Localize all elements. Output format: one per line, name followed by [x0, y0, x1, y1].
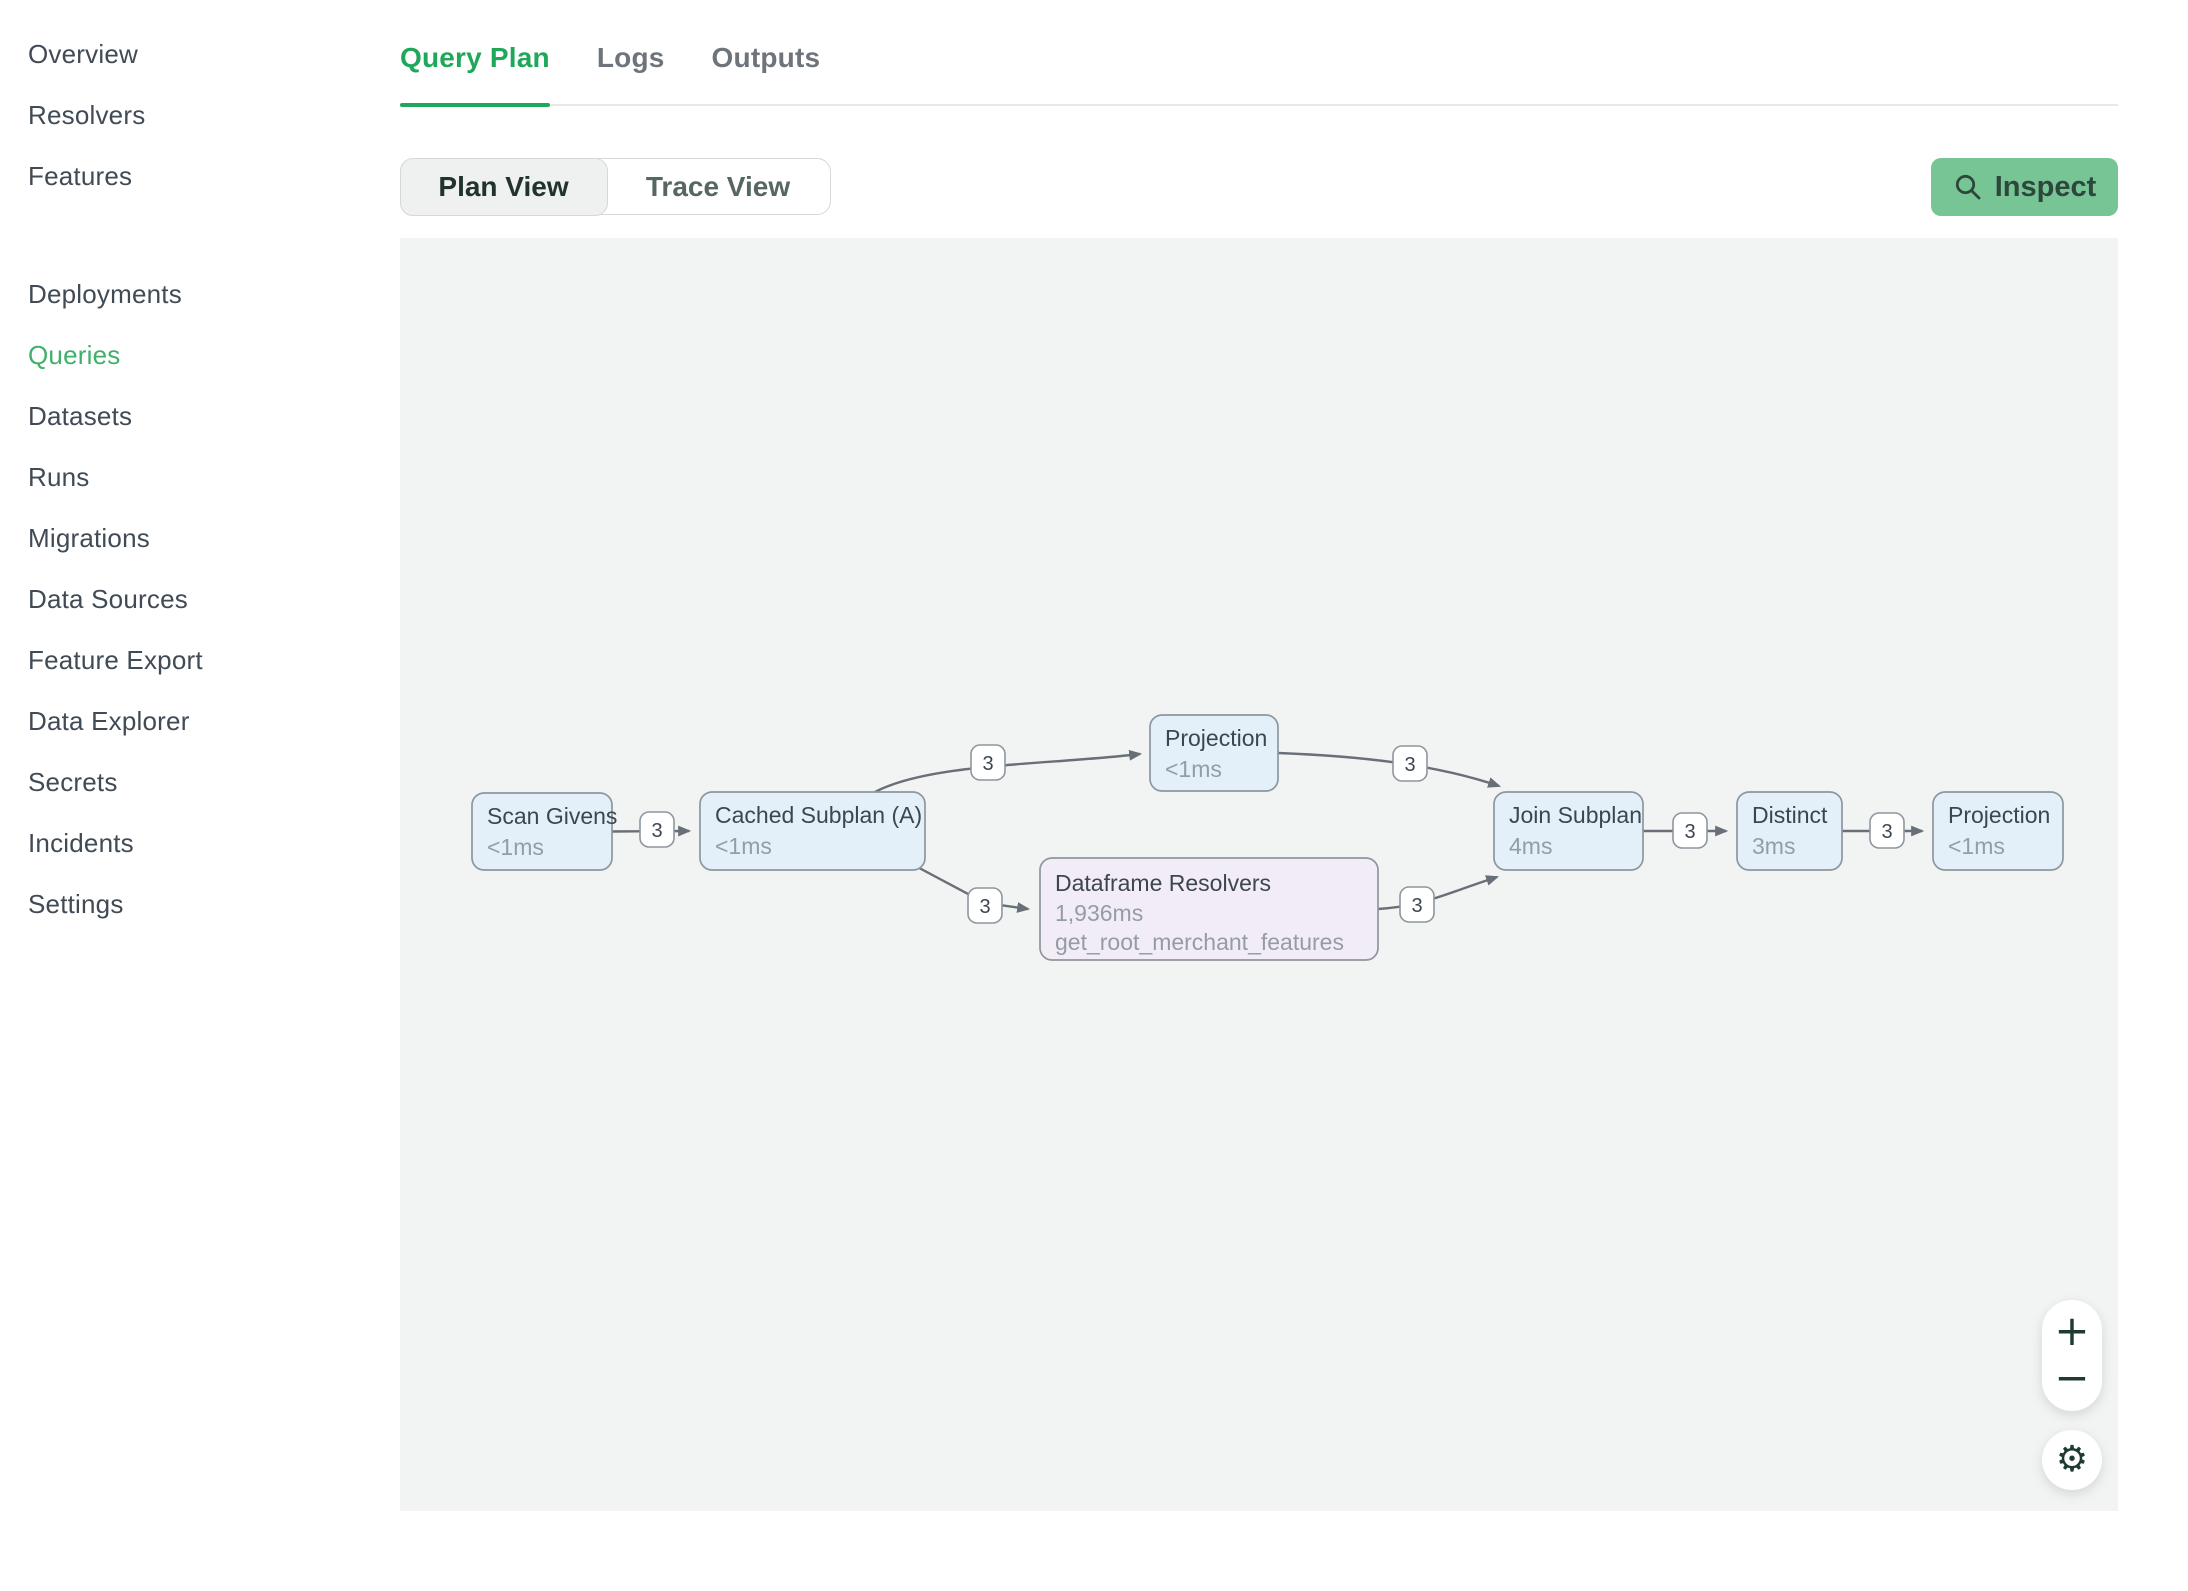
sidebar-item-secrets[interactable]: Secrets [28, 767, 118, 797]
sidebar-item-feature-export[interactable]: Feature Export [28, 645, 203, 675]
diagram-node-join-subplan[interactable]: Join Subplan 4ms [1493, 791, 1644, 871]
edge-label-join-subplan-to-distinct: 3 [1672, 812, 1708, 849]
node-subtext: 3ms [1752, 833, 1795, 859]
svg-text:3: 3 [651, 820, 662, 842]
edge-cached-subplan-to-projection-top [874, 749, 1143, 794]
edge-label-scan-givens-to-cached-subplan: 3 [639, 811, 675, 848]
sidebar-item-deployments[interactable]: Deployments [28, 279, 182, 309]
sidebar-item-resolvers[interactable]: Resolvers [28, 100, 146, 130]
sidebar-item-settings[interactable]: Settings [28, 889, 124, 919]
node-title: Distinct [1752, 802, 1828, 828]
zoom-in-button[interactable]: + [2042, 1300, 2102, 1355]
tab-query-plan[interactable]: Query Plan [400, 42, 550, 107]
inspect-button[interactable]: Inspect [1931, 158, 2118, 216]
zoom-out-button[interactable]: − [2042, 1355, 2102, 1412]
gear-icon: ⚙ [2055, 1439, 2089, 1480]
toggle-plan-view[interactable]: Plan View [399, 157, 608, 216]
edge-dataframe-resolvers-to-join-subplan [1377, 875, 1500, 911]
node-subtext: <1ms [1165, 756, 1222, 782]
node-subtext: <1ms [1948, 833, 2005, 859]
sidebar-item-features[interactable]: Features [28, 161, 133, 191]
sidebar-item-datasets[interactable]: Datasets [28, 401, 133, 431]
svg-text:3: 3 [1881, 821, 1892, 843]
sidebar-item-data-explorer[interactable]: Data Explorer [28, 706, 190, 736]
diagram-node-cached-subplan-a[interactable]: Cached Subplan (A) <1ms [699, 791, 926, 871]
node-title: Cached Subplan (A) [715, 802, 922, 828]
search-icon [1955, 174, 1981, 200]
edge-label-dataframe-resolvers-to-join-subplan: 3 [1399, 886, 1435, 923]
view-toggle: Plan View Trace View [399, 157, 831, 216]
tab-logs[interactable]: Logs [596, 42, 665, 73]
node-title: Projection [1948, 802, 2050, 828]
svg-text:3: 3 [982, 753, 993, 775]
svg-text:3: 3 [1684, 821, 1695, 843]
node-subtext: 4ms [1509, 833, 1552, 859]
inspect-button-label: Inspect [1994, 170, 2097, 203]
node-subtext: get_root_merchant_features [1055, 929, 1344, 955]
canvas-settings-button[interactable]: ⚙ [2042, 1430, 2102, 1490]
sidebar-item-incidents[interactable]: Incidents [28, 828, 134, 858]
tab-outputs[interactable]: Outputs [711, 42, 821, 73]
sidebar-item-runs[interactable]: Runs [28, 462, 90, 492]
edge-projection-top-to-join-subplan [1277, 751, 1502, 788]
toggle-trace-view[interactable]: Trace View [645, 170, 791, 202]
node-title: Dataframe Resolvers [1055, 870, 1271, 896]
diagram-node-dataframe-resolvers[interactable]: Dataframe Resolvers 1,936ms get_root_merch… [1039, 857, 1379, 961]
svg-text:3: 3 [979, 896, 990, 918]
edge-label-distinct-to-projection-out: 3 [1869, 812, 1905, 849]
node-title: Projection [1165, 725, 1267, 751]
svg-text:3: 3 [1411, 895, 1422, 917]
diagram-node-distinct[interactable]: Distinct 3ms [1736, 791, 1843, 871]
diagram-node-projection[interactable]: Projection <1ms [1932, 791, 2064, 871]
sidebar-item-queries[interactable]: Queries [28, 340, 121, 370]
sidebar-item-overview[interactable]: Overview [28, 39, 138, 69]
zoom-controls: + − [2042, 1300, 2102, 1411]
edge-label-projection-top-to-join-subplan: 3 [1392, 745, 1428, 782]
diagram-node-projection[interactable]: Projection <1ms [1149, 714, 1279, 792]
sidebar-item-data-sources[interactable]: Data Sources [28, 584, 188, 614]
sidebar-item-migrations[interactable]: Migrations [28, 523, 150, 553]
node-subtext: <1ms [487, 834, 544, 860]
edge-label-cached-subplan-to-projection-top: 3 [970, 744, 1006, 781]
node-title: Scan Givens [487, 803, 617, 829]
diagram-node-scan-givens[interactable]: Scan Givens <1ms [471, 792, 617, 871]
edge-label-cached-subplan-to-dataframe-resolvers: 3 [967, 887, 1003, 924]
svg-text:3: 3 [1404, 754, 1415, 776]
node-subtext: <1ms [715, 833, 772, 859]
node-title: Join Subplan [1509, 802, 1642, 828]
tab-bar: Query Plan Logs Outputs [400, 42, 2118, 107]
node-subtext: 1,936ms [1055, 900, 1143, 926]
